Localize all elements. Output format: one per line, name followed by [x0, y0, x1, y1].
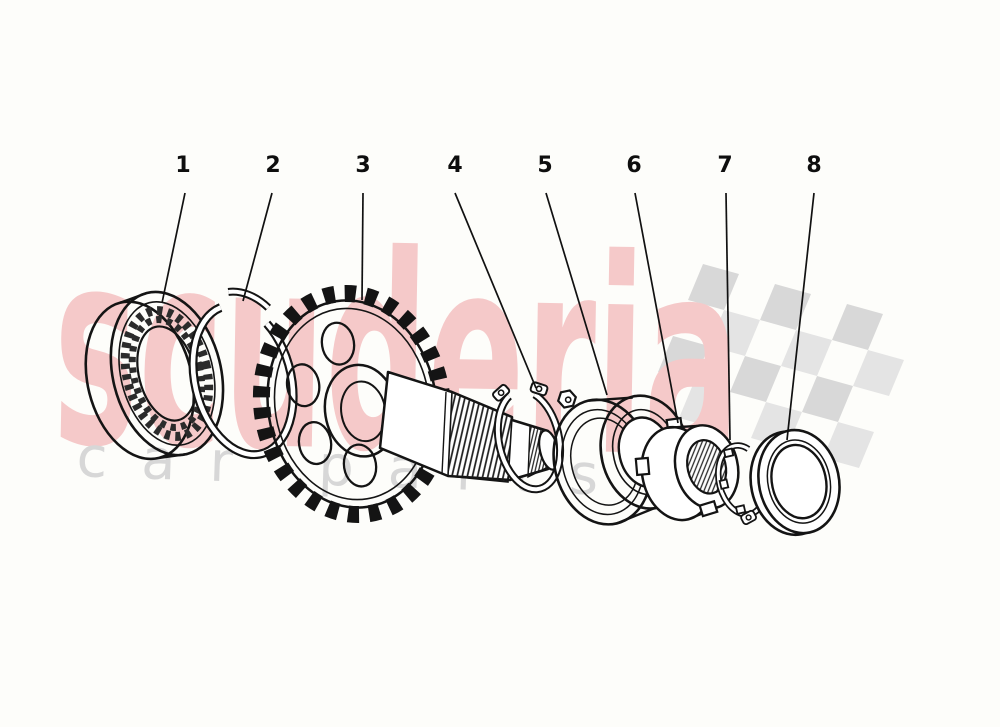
flag-cell [781, 330, 832, 376]
part-label-8: 8 [806, 153, 822, 178]
leader-line-2 [242, 192, 273, 302]
flag-cell [709, 310, 760, 356]
flag-cell [760, 284, 811, 330]
flag-cell [823, 422, 874, 468]
part-label-2: 2 [265, 153, 281, 178]
part-6-ring-nut [634, 416, 740, 522]
leader-line-7 [725, 192, 731, 441]
leader-line-4 [454, 192, 537, 389]
part-label-6: 6 [626, 153, 642, 178]
leader-line-8 [786, 192, 815, 441]
flag-cell [832, 304, 883, 350]
leader-lines [161, 192, 815, 441]
leader-line-5 [545, 192, 608, 396]
part-label-5: 5 [537, 153, 553, 178]
leader-line-1 [161, 192, 186, 304]
part-label-4: 4 [447, 153, 463, 178]
leader-line-3 [361, 192, 364, 301]
part-label-3: 3 [355, 153, 371, 178]
flag-cell [802, 376, 853, 422]
flag-cell [730, 356, 781, 402]
part-label-1: 1 [175, 153, 191, 178]
leader-line-6 [634, 192, 679, 424]
part-8-seal-ring [749, 428, 841, 537]
part-1-roller-bearing [84, 290, 225, 461]
part-label-7: 7 [717, 153, 733, 178]
flag-cell [679, 382, 730, 428]
lock-tab [556, 389, 578, 409]
flag-cell [688, 264, 739, 310]
part-2-snap-ring [188, 287, 298, 460]
flag-cell [658, 336, 709, 382]
flag-cell [853, 350, 904, 396]
